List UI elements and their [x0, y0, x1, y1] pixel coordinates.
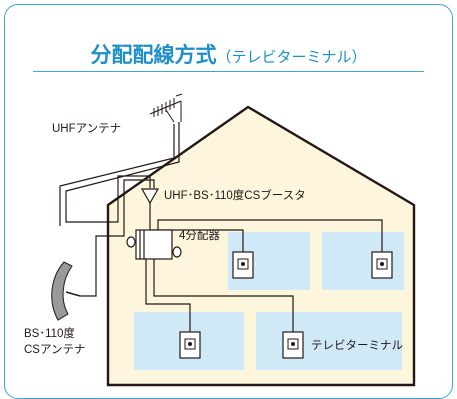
label-uhf-antenna: UHFアンテナ — [52, 122, 121, 135]
title-main: 分配配線方式 — [90, 43, 217, 67]
uhf-antenna-icon — [149, 93, 183, 123]
label-terminal: テレビターミナル — [311, 339, 403, 352]
terminal-room-bottom-right — [282, 331, 304, 359]
booster-icon — [140, 188, 160, 205]
page-title: 分配配線方式（テレビターミナル） — [5, 39, 452, 69]
splitter-icon — [126, 229, 182, 260]
label-booster: UHF･BS･110度CSブースタ — [164, 188, 306, 202]
label-splitter: 4分配器 — [179, 229, 220, 242]
terminal-room-top-right — [371, 251, 393, 279]
terminal-room-bottom-left — [179, 331, 201, 359]
bs-dish-icon — [51, 261, 81, 321]
title-sub: （テレビターミナル） — [216, 48, 367, 66]
terminal-room-top-left — [232, 251, 254, 279]
label-bs-antenna-line2: CSアンテナ — [24, 343, 86, 356]
title-rule — [33, 71, 424, 72]
room-bottom-right — [256, 312, 402, 370]
wiring — [59, 122, 383, 332]
label-bs-antenna-line1: BS･110度 — [24, 326, 75, 340]
